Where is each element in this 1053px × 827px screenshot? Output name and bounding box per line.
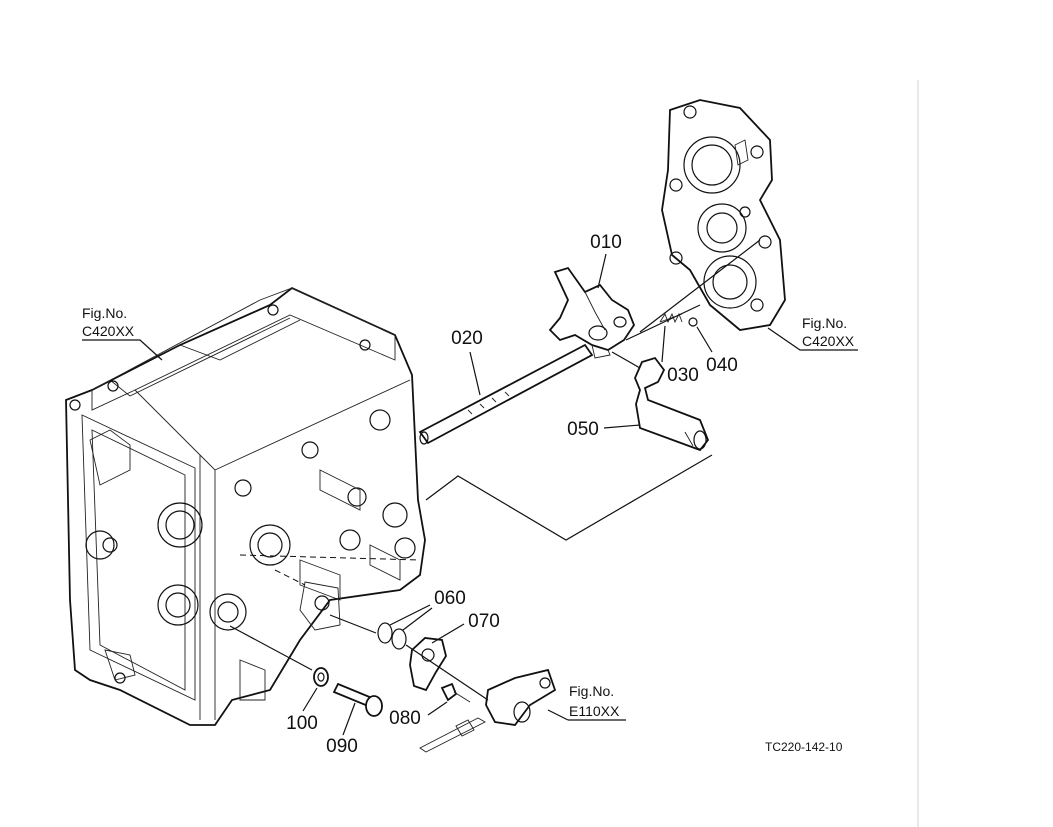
- part-number-010: 010: [590, 232, 622, 253]
- fig-ref-right-prefix: Fig.No.: [802, 315, 847, 331]
- o-ring-060b: [391, 628, 407, 650]
- transmission-case: [65, 286, 426, 726]
- shift-fork-010: [548, 266, 636, 359]
- part-number-040: 040: [706, 355, 738, 376]
- part-number-050: 050: [567, 419, 599, 440]
- fig-ref-right-code: C420XX: [802, 333, 855, 349]
- cover-plate: [661, 99, 786, 331]
- part-number-020: 020: [451, 328, 483, 349]
- part-number-070: 070: [468, 611, 500, 632]
- part-number-080: 080: [389, 708, 421, 729]
- part-number-060: 060: [434, 588, 466, 609]
- bolt-090: [332, 682, 383, 717]
- washer-100-hole: [317, 672, 325, 682]
- drawing-code: TC220-142-10: [765, 740, 843, 754]
- part-number-100: 100: [286, 713, 318, 734]
- fig-ref-bottom-prefix: Fig.No.: [569, 683, 614, 699]
- part-number-030: 030: [667, 365, 699, 386]
- leader-lines: [82, 239, 858, 736]
- bolt-080: [440, 682, 471, 703]
- shift-rod-020: [418, 343, 594, 445]
- fig-ref-left-prefix: Fig.No.: [82, 305, 127, 321]
- washer-100: [313, 667, 329, 687]
- o-ring-060a: [377, 622, 393, 644]
- linkage-e110: [419, 668, 557, 753]
- plate-070: [409, 637, 447, 692]
- part-number-090: 090: [326, 736, 358, 757]
- lever-shaft-050: [634, 356, 710, 452]
- ball-040: [688, 317, 698, 327]
- fig-ref-bottom-code: E110XX: [569, 703, 620, 719]
- fig-ref-left-code: C420XX: [82, 323, 135, 339]
